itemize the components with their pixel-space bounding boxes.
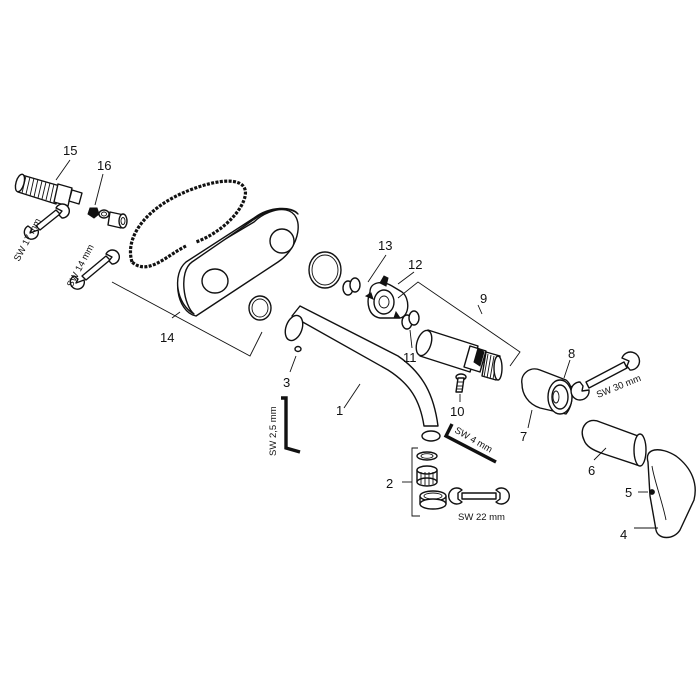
part-13-small-rings [342, 277, 361, 296]
allen-key-sw4-icon [443, 423, 497, 464]
label-2: 2 [386, 476, 393, 491]
label-3: 3 [283, 375, 290, 390]
wrench-sw30-icon [570, 351, 641, 401]
part-10-screw [455, 373, 467, 393]
part-14-cover-plate [176, 207, 299, 321]
part-11-rings [401, 310, 420, 330]
label-9: 9 [480, 291, 487, 306]
tool-label-sw25: SW 2,5 mm [268, 406, 279, 456]
tool-label-sw22: SW 22 mm [458, 512, 505, 523]
label-7: 7 [520, 429, 527, 444]
part-9-cartridge [415, 329, 503, 381]
label-5: 5 [625, 485, 632, 500]
part-4-lever-handle [646, 449, 696, 539]
o-ring-large [308, 251, 342, 289]
label-1: 1 [336, 403, 343, 418]
allen-key-sw25-icon [281, 396, 301, 454]
wrench-sw22-icon [448, 487, 510, 505]
chain-loop [129, 179, 247, 269]
label-14: 14 [160, 330, 174, 345]
label-16: 16 [97, 158, 111, 173]
part-3-grub-screw [294, 345, 302, 353]
label-6: 6 [588, 463, 595, 478]
label-8: 8 [568, 346, 575, 361]
label-10: 10 [450, 404, 464, 419]
label-15: 15 [63, 143, 77, 158]
label-13: 13 [378, 238, 392, 253]
part-number-labels: 1 2 3 4 5 6 7 8 9 10 11 12 13 14 15 16 [63, 143, 632, 542]
part-6-handle-base [581, 419, 647, 467]
label-12: 12 [408, 257, 422, 272]
part-1-spout [284, 305, 441, 442]
part-5-set-screw [649, 489, 655, 495]
part-15-flexible-pipe [14, 173, 83, 207]
part-16-nut-fitting [87, 207, 128, 229]
part-2-aerator-set [416, 451, 447, 510]
wrench-sw17-icon [23, 203, 70, 240]
part-7-sleeve [521, 368, 573, 415]
leader-lines [55, 159, 658, 529]
label-11: 11 [403, 350, 417, 365]
part-12-diverter-insert [364, 275, 409, 319]
label-4: 4 [620, 527, 627, 542]
tool-label-sw17: SW 17 mm [12, 217, 44, 264]
wrench-sw14-icon [69, 249, 120, 290]
